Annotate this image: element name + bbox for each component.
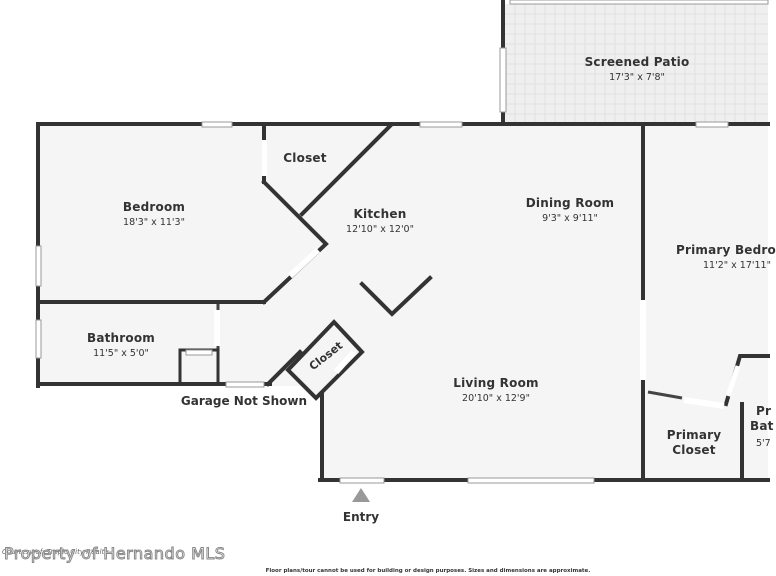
room-name: Bedroom: [122, 200, 186, 214]
room-dimensions: 11'2" x 17'11": [703, 260, 771, 271]
window: [467, 477, 595, 484]
mls-watermark: Property of Hernando MLS: [3, 544, 226, 564]
room-name-line1: Pr: [756, 404, 772, 418]
hall-diagonal-wall: [265, 349, 303, 387]
room-name: Screened Patio: [584, 55, 690, 69]
dining-room-label: Dining Room 9'3" x 9'11": [526, 192, 614, 224]
room-name: Kitchen: [353, 207, 407, 221]
room-dimensions: 20'10" x 12'9": [462, 393, 530, 404]
room-name: Dining Room: [525, 196, 615, 210]
bath-fixture-inner: [185, 349, 213, 356]
living-room-label: Living Room 20'10" x 12'9": [453, 372, 538, 404]
room-name: Living Room: [453, 376, 539, 390]
primary-closet-wall: [647, 390, 683, 400]
entry-label: Entry: [342, 510, 380, 524]
window: [419, 121, 463, 128]
doorway: [287, 247, 321, 279]
screened-patio-label: Screened Patio 17'3" x 7'8": [585, 51, 690, 83]
window: [35, 245, 42, 287]
kitchen-label: Kitchen 12'10" x 12'0": [346, 203, 414, 235]
room-dimensions: 18'3" x 11'3": [123, 217, 185, 228]
door-opening: [225, 381, 265, 388]
disclaimer-text: Floor plans/tour cannot be used for buil…: [265, 568, 591, 574]
room-name: Primary Bedro: [676, 243, 776, 257]
door-opening: [339, 477, 385, 484]
doorway: [725, 365, 741, 397]
doorway: [640, 300, 646, 380]
doorway: [262, 140, 267, 176]
closet-diagonal-wall: [299, 123, 393, 217]
primary-bath-label: Pr Bat 5'7: [750, 404, 774, 451]
room-name-line2: Bat: [750, 419, 774, 433]
primary-bedroom-label: Primary Bedro 11'2" x 17'11": [676, 239, 776, 271]
window: [35, 319, 42, 359]
patio-top-frame: [509, 0, 769, 5]
doorway: [333, 349, 357, 375]
kitchen-island: [359, 275, 433, 317]
room-dimensions: 12'10" x 12'0": [346, 224, 414, 235]
patio-side-window: [499, 47, 507, 113]
bedroom-label: Bedroom 18'3" x 11'3": [123, 196, 185, 228]
garage-note: Garage Not Shown: [180, 394, 308, 408]
room-dimensions: 9'3" x 9'11": [542, 213, 598, 224]
closet-top-label: Closet: [283, 147, 326, 166]
bathroom-label: Bathroom 11'5" x 5'0": [87, 327, 155, 359]
angled-closet: [285, 319, 365, 401]
courtesy-text: Courtesy of: Tropic City Realty: [2, 548, 109, 556]
patio-screen-pattern: [505, 4, 768, 126]
entry-arrow-icon: [352, 488, 370, 502]
window: [695, 121, 729, 128]
room-name-line2: Closet: [672, 443, 716, 457]
room-name-line1: Primary: [666, 428, 722, 442]
room-dimensions: 17'3" x 7'8": [609, 72, 665, 83]
doorway: [214, 310, 220, 346]
room-name: Closet: [283, 151, 327, 165]
doorway: [683, 397, 725, 409]
room-dimensions: 11'5" x 5'0": [93, 348, 149, 359]
room-name: Bathroom: [86, 331, 156, 345]
room-dimensions: 5'7: [756, 438, 771, 449]
primary-closet-label: Primary Closet: [667, 428, 722, 458]
kitchen-diagonal-wall: [261, 179, 329, 305]
window: [201, 121, 233, 128]
